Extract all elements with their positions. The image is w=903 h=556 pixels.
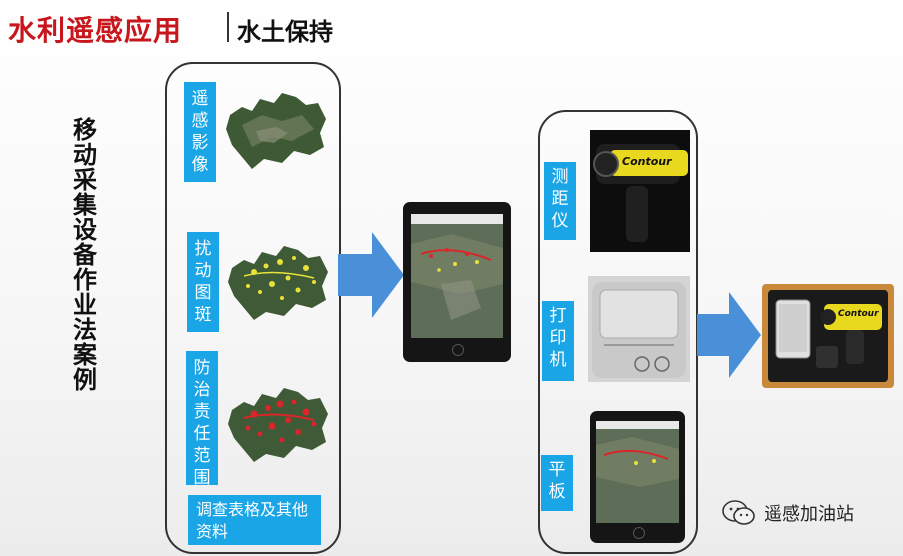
rangefinder-photo: Contour <box>590 130 690 252</box>
arrow-right-icon <box>697 292 761 378</box>
home-button <box>452 344 464 356</box>
label-responsibility-area: 防治责任范围 <box>186 351 218 488</box>
vertical-title-char: 业 <box>73 291 97 319</box>
label-disturbance-patches: 扰动图斑 <box>187 232 219 332</box>
vertical-title-char: 移 <box>73 116 97 144</box>
vertical-title-char: 采 <box>73 166 97 194</box>
rangefinder-brand: Contour <box>622 155 672 168</box>
disturbance-map <box>228 246 328 320</box>
tablet-small-screen <box>596 421 679 523</box>
label-survey-forms: 调查表格及其他资料 <box>188 495 321 545</box>
title-separator <box>227 12 229 42</box>
vertical-title: 移 动 采 集 设 备 作 业 法 案 例 <box>70 118 100 393</box>
vertical-title-char: 法 <box>73 316 97 344</box>
page-subtitle: 水土保持 <box>237 18 333 46</box>
tablet-small-device <box>590 411 685 543</box>
tablet-device <box>403 202 511 362</box>
vertical-title-char: 设 <box>73 216 97 244</box>
watermark-text: 遥感加油站 <box>764 504 854 525</box>
arrow-right-icon <box>338 232 404 318</box>
tablet-toolbar <box>411 214 503 224</box>
printer-photo <box>588 276 690 382</box>
responsibility-area-map <box>228 388 328 462</box>
label-rangefinder: 测距仪 <box>544 162 576 240</box>
kit-brand: Contour <box>838 309 879 319</box>
data-layers-panel <box>165 62 341 554</box>
remote-sensing-map <box>226 93 326 169</box>
vertical-title-char: 案 <box>73 341 97 369</box>
vertical-title-char: 作 <box>73 266 97 294</box>
wechat-icon <box>722 500 755 525</box>
label-printer: 打印机 <box>542 301 574 381</box>
vertical-title-char: 集 <box>73 191 97 219</box>
header: 水利遥感应用 水土保持 <box>0 0 903 50</box>
page-title: 水利遥感应用 <box>8 14 183 47</box>
equipment-kit-photo: Contour <box>762 284 894 388</box>
label-remote-sensing-image: 遥感影像 <box>184 82 216 182</box>
vertical-title-char: 备 <box>73 241 97 269</box>
tablet-screen <box>411 214 503 338</box>
label-tablet: 平板 <box>541 455 573 511</box>
vertical-title-char: 动 <box>73 141 97 169</box>
vertical-title-char: 例 <box>73 366 97 394</box>
